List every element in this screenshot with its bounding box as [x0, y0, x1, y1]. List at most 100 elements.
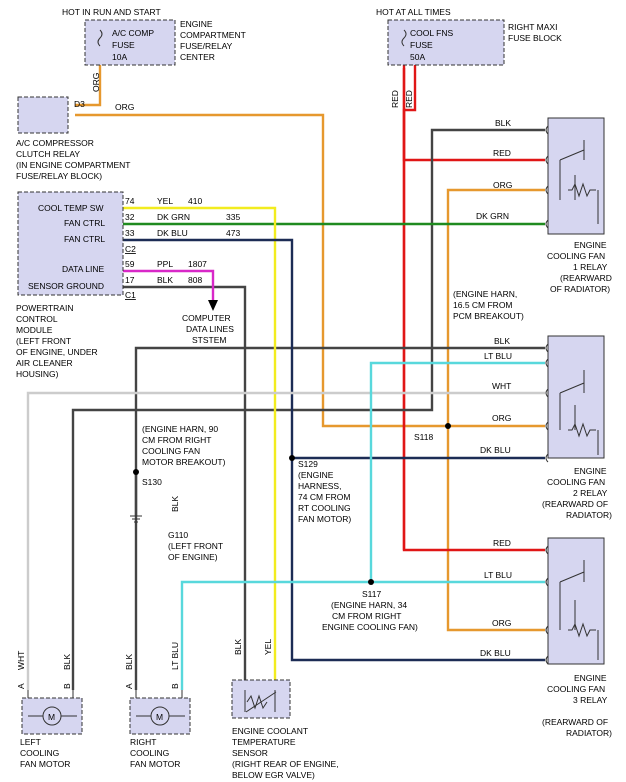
- fan-fuse-icon: [401, 29, 407, 47]
- pcm-connector-c2: C2: [125, 244, 136, 254]
- s129-note-2: HARNESS,: [298, 481, 341, 491]
- pcm-pin-num-4: 59: [125, 259, 135, 269]
- org-wire-ac-fuse: [75, 62, 102, 107]
- ac-fuse-rating: 10A: [112, 52, 127, 62]
- s117-note-3: ENGINE COOLING FAN): [322, 622, 418, 632]
- pcm-label-3: MODULE: [16, 325, 53, 335]
- splice-s129-dot: [289, 455, 295, 461]
- data-line-arrow-icon: [208, 300, 218, 311]
- pcm-wire-color-1: YEL: [157, 196, 173, 206]
- splice-s117-dot: [368, 579, 374, 585]
- red-label-1: RED: [390, 90, 400, 108]
- ac-fuse-type: FUSE: [112, 40, 135, 50]
- left-motor-label-2: COOLING: [20, 748, 59, 758]
- ac-fuse-loc-1: ENGINE: [180, 19, 213, 29]
- pcm-connector-c1: C1: [125, 290, 136, 300]
- relay1-label-5: OF RADIATOR): [550, 284, 610, 294]
- pcm-pin-name-2: FAN CTRL: [64, 218, 105, 228]
- relay2-label-1: ENGINE: [574, 466, 607, 476]
- relay2-label-5: RADIATOR): [566, 510, 612, 520]
- right-motor-pin-a: A: [124, 683, 134, 689]
- right-motor-label-3: FAN MOTOR: [130, 759, 180, 769]
- pcm-wire-color-3: DK BLU: [157, 228, 188, 238]
- left-motor-wht-label: WHT: [16, 651, 26, 670]
- fan-relay-2: [547, 335, 605, 459]
- g110-id: G110: [168, 530, 188, 540]
- red-wire-relay1: [402, 65, 545, 162]
- g110-ground-icon: [130, 515, 142, 523]
- fan-fuse-loc-2: FUSE BLOCK: [508, 33, 562, 43]
- relay1-label-3: 1 RELAY: [573, 262, 608, 272]
- pcm-pin-num-3: 33: [125, 228, 135, 238]
- blk-wire-relay1: [71, 128, 545, 690]
- pcm-wire-color-4: PPL: [157, 259, 173, 269]
- s118-note-1: (ENGINE HARN,: [453, 289, 517, 299]
- pcm-pin-num-1: 74: [125, 196, 135, 206]
- sensor-label-3: SENSOR: [232, 748, 268, 758]
- data-lines-label-1: COMPUTER: [182, 313, 231, 323]
- relay1-label-4: (REARWARD: [560, 273, 612, 283]
- ltblu-wire-relay3: [180, 580, 545, 690]
- splice-s130-dot: [133, 469, 139, 475]
- wht-wire-left-motor: [26, 391, 545, 690]
- fan-relay-3: [547, 537, 605, 665]
- s130-note-1: (ENGINE HARN, 90: [142, 424, 218, 434]
- relay3-red-label: RED: [493, 538, 511, 548]
- sensor-label-2: TEMPERATURE: [232, 737, 296, 747]
- relay2-label-4: (REARWARD OF: [542, 499, 608, 509]
- fan-fuse-type: FUSE: [410, 40, 433, 50]
- left-motor-m: M: [48, 712, 55, 722]
- relay3-label-4: (REARWARD OF: [542, 717, 608, 727]
- g110-note-2: OF ENGINE): [168, 552, 218, 562]
- ac-fuse-loc-3: FUSE/RELAY: [180, 41, 233, 51]
- hot-all-times-label: HOT AT ALL TIMES: [376, 7, 451, 17]
- relay1-label-2: COOLING FAN: [547, 251, 605, 261]
- ltblu-wire-relay2: [369, 361, 545, 582]
- relay3-label-2: COOLING FAN: [547, 684, 605, 694]
- s129-note-3: 74 CM FROM: [298, 492, 350, 502]
- pcm-label-5: OF ENGINE, UNDER: [16, 347, 98, 357]
- sensor-label-5: BELOW EGR VALVE): [232, 770, 315, 780]
- sensor-label-4: (RIGHT REAR OF ENGINE,: [232, 759, 339, 769]
- relay2-label-3: 2 RELAY: [573, 488, 608, 498]
- s130-note-4: MOTOR BREAKOUT): [142, 457, 226, 467]
- s129-note-1: (ENGINE: [298, 470, 334, 480]
- pcm-pin-name-1: COOL TEMP SW: [38, 203, 104, 213]
- relay3-dkblu-label: DK BLU: [480, 648, 511, 658]
- right-motor-label-2: COOLING: [130, 748, 169, 758]
- hot-run-start-label: HOT IN RUN AND START: [62, 7, 161, 17]
- ac-relay-label-3: (IN ENGINE COMPARTMENT: [16, 160, 130, 170]
- sensor-label-1: ENGINE COOLANT: [232, 726, 308, 736]
- left-motor-pin-a: A: [16, 683, 26, 689]
- relay2-org-label: ORG: [492, 413, 511, 423]
- org-wire-main: [75, 113, 545, 428]
- ac-fuse-loc-2: COMPARTMENT: [180, 30, 246, 40]
- pcm-circuit-5: 808: [188, 275, 202, 285]
- relay2-label-2: COOLING FAN: [547, 477, 605, 487]
- pcm-pin-name-5: SENSOR GROUND: [28, 281, 104, 291]
- s118-label: S118: [414, 432, 433, 442]
- relay1-org-label: ORG: [493, 180, 512, 190]
- s129-note-4: RT COOLING: [298, 503, 351, 513]
- s117-note-1: (ENGINE HARN, 34: [331, 600, 407, 610]
- pcm-wire-color-5: BLK: [157, 275, 173, 285]
- left-motor-pin-b: B: [62, 683, 72, 689]
- pcm-box: [17, 191, 124, 296]
- ac-relay-label-1: A/C COMPRESSOR: [16, 138, 94, 148]
- right-fan-motor: [129, 690, 191, 735]
- right-motor-ltblu-label: LT BLU: [170, 642, 180, 670]
- relay3-label-1: ENGINE: [574, 673, 607, 683]
- pcm-circuit-3: 473: [226, 228, 240, 238]
- blk-wire-sensor-ground: [123, 285, 247, 690]
- s118-note-2: 16.5 CM FROM: [453, 300, 513, 310]
- g110-note-1: (LEFT FRONT: [168, 541, 223, 551]
- ac-relay-pin: D3: [74, 99, 85, 109]
- relay1-red-label: RED: [493, 148, 511, 158]
- relay3-label-5: RADIATOR): [566, 728, 612, 738]
- org-label-vertical: ORG: [91, 73, 101, 92]
- coolant-temp-sensor: [231, 679, 291, 719]
- data-lines-label-2: DATA LINES: [186, 324, 234, 334]
- pcm-circuit-4: 1807: [188, 259, 207, 269]
- s130-label: S130: [142, 477, 162, 487]
- fan-fuse-rating: 50A: [410, 52, 425, 62]
